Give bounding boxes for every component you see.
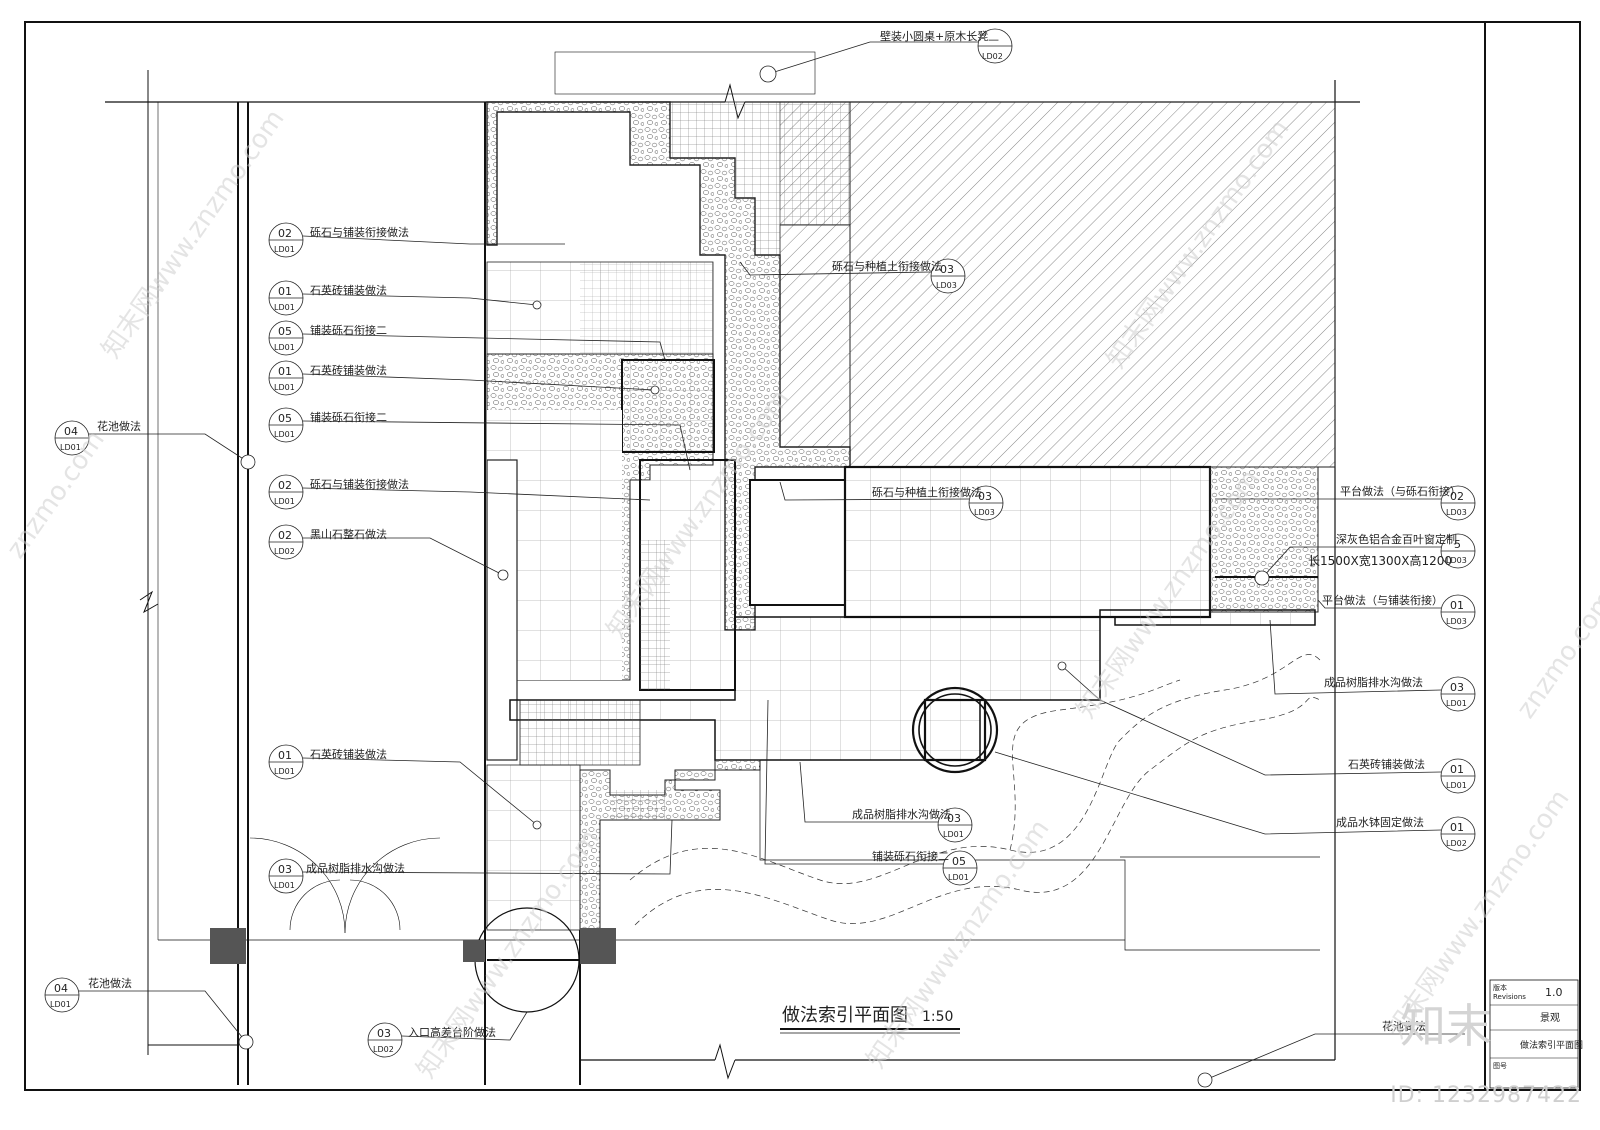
- left-callout-label: 石英砖铺装做法: [310, 363, 387, 377]
- right-callout-sheet: LD03: [1446, 617, 1467, 626]
- left-callout-sheet: LD01: [274, 497, 295, 506]
- sheet-frame: [24, 21, 1581, 1091]
- left-callout-num: 01: [278, 365, 292, 378]
- right-callout-label: 平台做法（与铺装衔接）: [1322, 593, 1443, 607]
- right-callout-num: 01: [1450, 599, 1464, 612]
- left-callout-sheet: LD01: [274, 303, 295, 312]
- flower-callout-num: 04: [54, 982, 68, 995]
- callout-top-num: —: [988, 33, 999, 46]
- drawing-title-block: 做法索引平面图 1:50: [780, 1005, 960, 1034]
- left-callout-sheet: LD01: [274, 430, 295, 439]
- right-callout-num: 02: [1450, 490, 1464, 503]
- flower-callout-num: 04: [64, 425, 78, 438]
- watermark: 知末网www.znzmo.com: [96, 104, 290, 364]
- drawing-title: 做法索引平面图: [782, 1005, 908, 1026]
- discipline-value: 景观: [1540, 1012, 1560, 1024]
- left-callout-sheet: LD01: [274, 343, 295, 352]
- sheet-title-block: 版本 Revisions 1.0 景观 做法索引平面图 图号: [1489, 979, 1583, 1089]
- right-callout-num: 01: [1450, 821, 1464, 834]
- left-callout-num: 01: [278, 285, 292, 298]
- center-callout-num: 03: [377, 1027, 391, 1040]
- right-callout-label: 花池做法: [1382, 1019, 1426, 1033]
- drawing-no-label: 图号: [1493, 1062, 1507, 1070]
- right-callout-num: 03: [1450, 681, 1464, 694]
- watermark: znzmo.com: [1511, 585, 1600, 724]
- revisions-label: 版本: [1493, 983, 1507, 992]
- callout-top-bubble: [759, 28, 1013, 83]
- flower-callout-label: 花池做法: [88, 976, 132, 990]
- left-callout-sheet: LD01: [274, 383, 295, 392]
- left-callout-num: 01: [278, 749, 292, 762]
- right-callout-sheet: LD03: [1446, 556, 1467, 565]
- right-callout-num: 01: [1450, 763, 1464, 776]
- right-callout-label: 成品水钵固定做法: [1336, 815, 1424, 829]
- revisions-value: 1.0: [1545, 986, 1563, 999]
- left-callout-num: 03: [278, 863, 292, 876]
- center-callout-sheet: LD02: [373, 1045, 394, 1054]
- left-callout-num: 02: [278, 529, 292, 542]
- left-callout-num: 02: [278, 479, 292, 492]
- center-callout-label: 成品树脂排水沟做法: [852, 807, 951, 821]
- left-callout-num: 05: [278, 412, 292, 425]
- center-callout-sheet: LD01: [948, 873, 969, 882]
- callouts: [44, 28, 1476, 1088]
- left-callout-label: 成品树脂排水沟做法: [306, 861, 405, 875]
- flower-callout-sheet: LD01: [60, 443, 81, 452]
- right-callout-label: 石英砖铺装做法: [1348, 757, 1425, 771]
- center-callout-label: 砾石与种植土衔接做法: [832, 259, 942, 273]
- right-callout-sheet: LD02: [1446, 839, 1467, 848]
- right-callout-sheet: LD01: [1446, 699, 1467, 708]
- flower-callout-label: 花池做法: [97, 419, 141, 433]
- logo-text: 知末: [1400, 999, 1492, 1053]
- watermark: znzmo.com: [1, 425, 111, 564]
- left-callout-label: 砾石与铺装衔接做法: [310, 477, 409, 491]
- callout-top-label: 壁装小圆桌+原木长凳: [880, 29, 988, 43]
- right-callout-num: 5: [1454, 538, 1461, 551]
- center-callout-num: 03: [940, 263, 954, 276]
- center-callout-sheet: LD03: [974, 508, 995, 517]
- right-callout-sheet: LD01: [1446, 781, 1467, 790]
- left-callout-label: 黑山石整石做法: [310, 527, 387, 541]
- left-callout-label: 砾石与铺装衔接做法: [310, 225, 409, 239]
- window-size-text: 长1500X宽1300X高1200: [1308, 553, 1452, 568]
- callout-text: 壁装小圆桌+原木长凳 — LD02 砾石与铺装衔接做法 02 LD01 石英砖铺…: [50, 29, 1467, 1054]
- center-callout-sheet: LD01: [943, 830, 964, 839]
- center-callout-sheet: LD03: [936, 281, 957, 290]
- left-callout-label: 铺装砾石衔接二: [310, 324, 387, 337]
- left-callout-label: 石英砖铺装做法: [310, 747, 387, 761]
- left-callout-sheet: LD01: [274, 245, 295, 254]
- sheet-title-value: 做法索引平面图: [1520, 1039, 1583, 1051]
- revisions-en: Revisions: [1493, 993, 1526, 1001]
- left-callout-label: 石英砖铺装做法: [310, 283, 387, 297]
- right-callout-sheet: LD03: [1446, 508, 1467, 517]
- left-callout-num: 05: [278, 325, 292, 338]
- center-callout-label: 入口高差台阶做法: [408, 1025, 496, 1039]
- left-callout-num: 02: [278, 227, 292, 240]
- right-callout-label: 深灰色铝合金百叶窗定制: [1336, 532, 1457, 546]
- left-callout-label: 铺装砾石衔接二: [310, 411, 387, 424]
- right-callout-label: 平台做法（与砾石衔接）: [1340, 484, 1461, 498]
- left-callout-sheet: LD01: [274, 767, 295, 776]
- left-callout-sheet: LD01: [274, 881, 295, 890]
- center-callout-label: 砾石与种植土衔接做法: [872, 485, 982, 499]
- id-text: ID: 1232987422: [1390, 1083, 1582, 1108]
- right-callout-label: 成品树脂排水沟做法: [1324, 675, 1423, 689]
- center-callout-num: 05: [952, 855, 966, 868]
- flower-callout-sheet: LD01: [50, 1000, 71, 1009]
- site-plan: [105, 51, 1360, 1085]
- drawing-scale: 1:50: [922, 1009, 953, 1025]
- center-callout-num: 03: [947, 812, 961, 825]
- center-callout-num: 03: [978, 490, 992, 503]
- center-callout-label: 铺装砾石衔接二: [872, 850, 949, 863]
- callout-top-sheet: LD02: [982, 52, 1003, 61]
- left-callout-sheet: LD02: [274, 547, 295, 556]
